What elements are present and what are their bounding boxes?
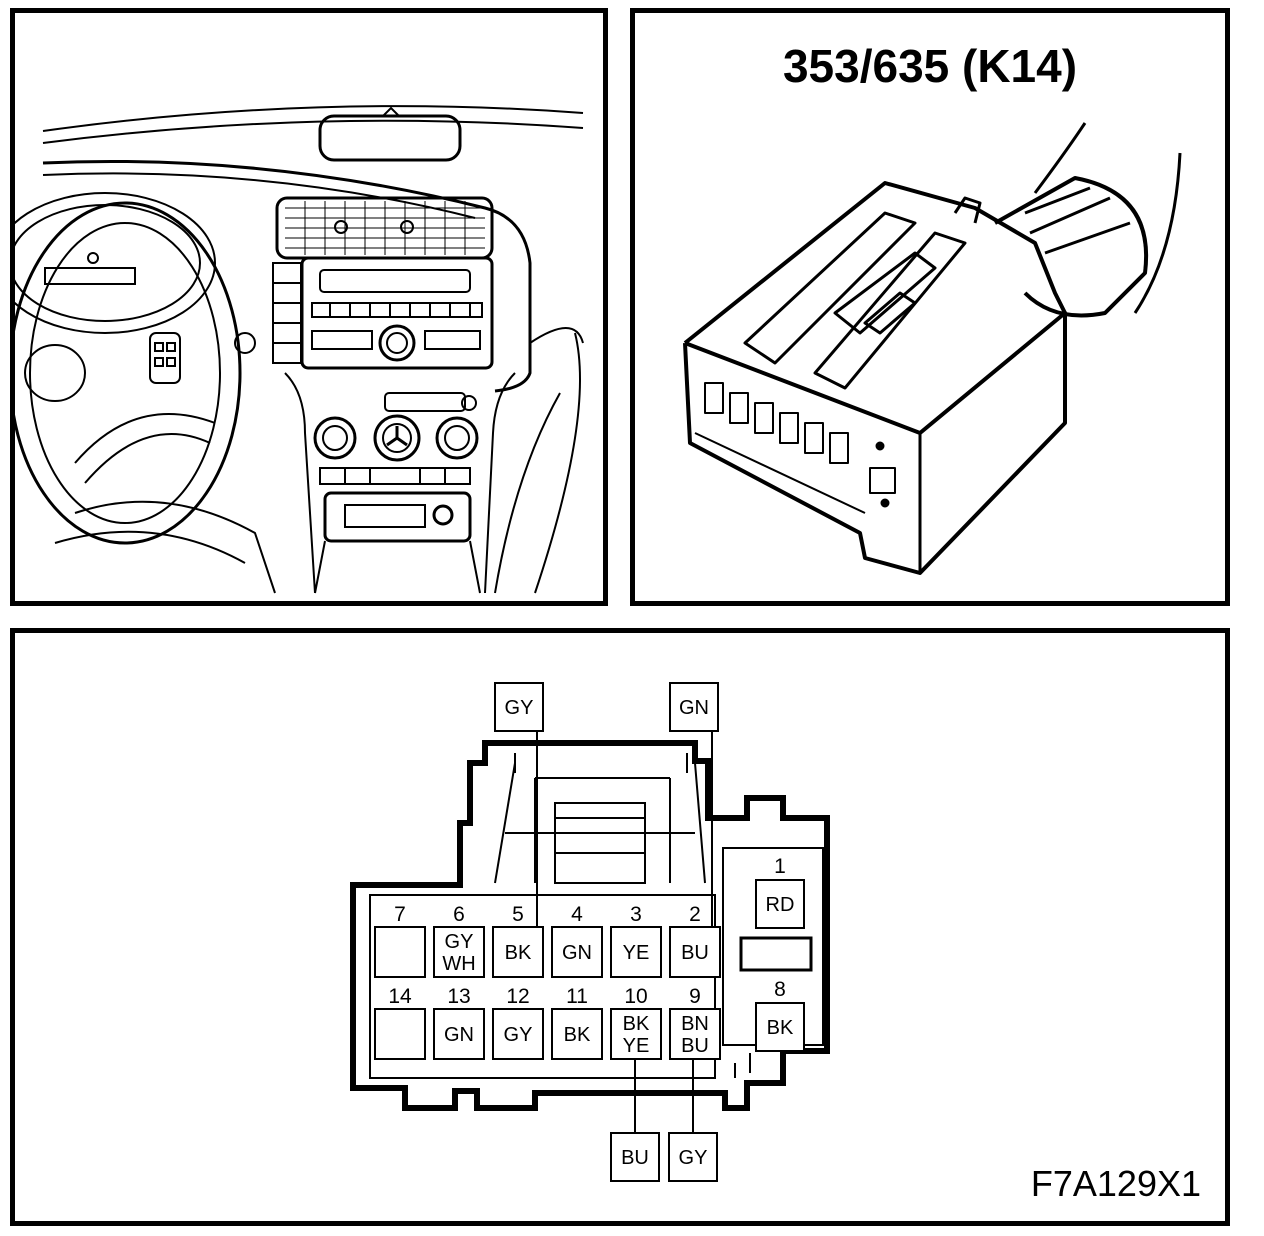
connector-illustration <box>683 122 1182 575</box>
pin-6-cavity <box>433 926 485 978</box>
pin-6-number: 6 <box>453 903 465 926</box>
pin-2-cavity <box>669 926 721 978</box>
pin-1: 1RD <box>755 855 805 929</box>
dashboard-location-panel <box>10 8 608 606</box>
pin-3-cavity <box>610 926 662 978</box>
pin-11-cavity <box>551 1008 603 1060</box>
pin-5-number: 5 <box>512 903 524 926</box>
connector-view-panel: 353/635 (K14) <box>630 8 1230 606</box>
pin-4-color: GN <box>562 942 592 964</box>
pin-2-number: 2 <box>689 903 701 926</box>
external-wire-pin9-label: GY <box>679 1147 708 1169</box>
pin-3-number: 3 <box>630 903 642 926</box>
pin-4-cavity <box>551 926 603 978</box>
pin-2-color: BU <box>681 942 709 964</box>
pin-2: 2BU <box>669 903 721 978</box>
pin-1-color: RD <box>766 894 795 916</box>
pin-14-cavity <box>374 1008 426 1060</box>
pin-4: 4GN <box>551 903 603 978</box>
external-wire-pin5-label: GY <box>505 697 534 719</box>
pin-7-cavity <box>374 926 426 978</box>
external-wire-pin9: GY <box>668 1132 718 1182</box>
external-wire-pin2: GN <box>669 682 719 732</box>
pin-9-number: 9 <box>689 985 701 1008</box>
pin-7-number: 7 <box>394 903 406 926</box>
pin-5-color: BK <box>505 942 532 964</box>
pin-13-color: GN <box>444 1024 474 1046</box>
pin-10-number: 10 <box>624 985 647 1008</box>
pin-5-cavity <box>492 926 544 978</box>
pin-11-color: BK <box>564 1024 591 1046</box>
pin-7: 7 <box>374 903 426 978</box>
pin-8-cavity <box>755 1002 805 1052</box>
pin-12-cavity <box>492 1008 544 1060</box>
pin-3-color: YE <box>623 942 650 964</box>
pin-14-number: 14 <box>388 985 412 1008</box>
pin-1-number: 1 <box>774 855 786 878</box>
external-wire-pin10-label: BU <box>621 1147 649 1169</box>
pin-1-cavity <box>755 879 805 929</box>
pin-13-number: 13 <box>447 985 470 1008</box>
external-wire-pin10: BU <box>610 1132 660 1182</box>
external-wire-pin2-label: GN <box>679 697 709 719</box>
pin-5: 5BK <box>492 903 544 978</box>
connector-housing-outline <box>350 740 830 1111</box>
external-wire-pin5: GY <box>494 682 544 732</box>
pin-8: 8BK <box>755 978 805 1052</box>
pin-8-color: BK <box>767 1017 794 1039</box>
pin-8-number: 8 <box>774 978 786 1001</box>
figure-code: F7A129X1 <box>1030 1163 1201 1204</box>
pin-13-cavity <box>433 1008 485 1060</box>
pin-12-number: 12 <box>506 985 529 1008</box>
pin-3: 3YE <box>610 903 662 978</box>
dashboard-illustration <box>15 105 584 594</box>
pin-12-color: GY <box>504 1024 533 1046</box>
pin-4-number: 4 <box>571 903 583 926</box>
connector-title: 353/635 (K14) <box>782 40 1078 92</box>
pin-11-number: 11 <box>566 985 588 1008</box>
pin-9-cavity <box>669 1008 721 1060</box>
pin-14: 14 <box>374 985 426 1060</box>
pin-10-cavity <box>610 1008 662 1060</box>
